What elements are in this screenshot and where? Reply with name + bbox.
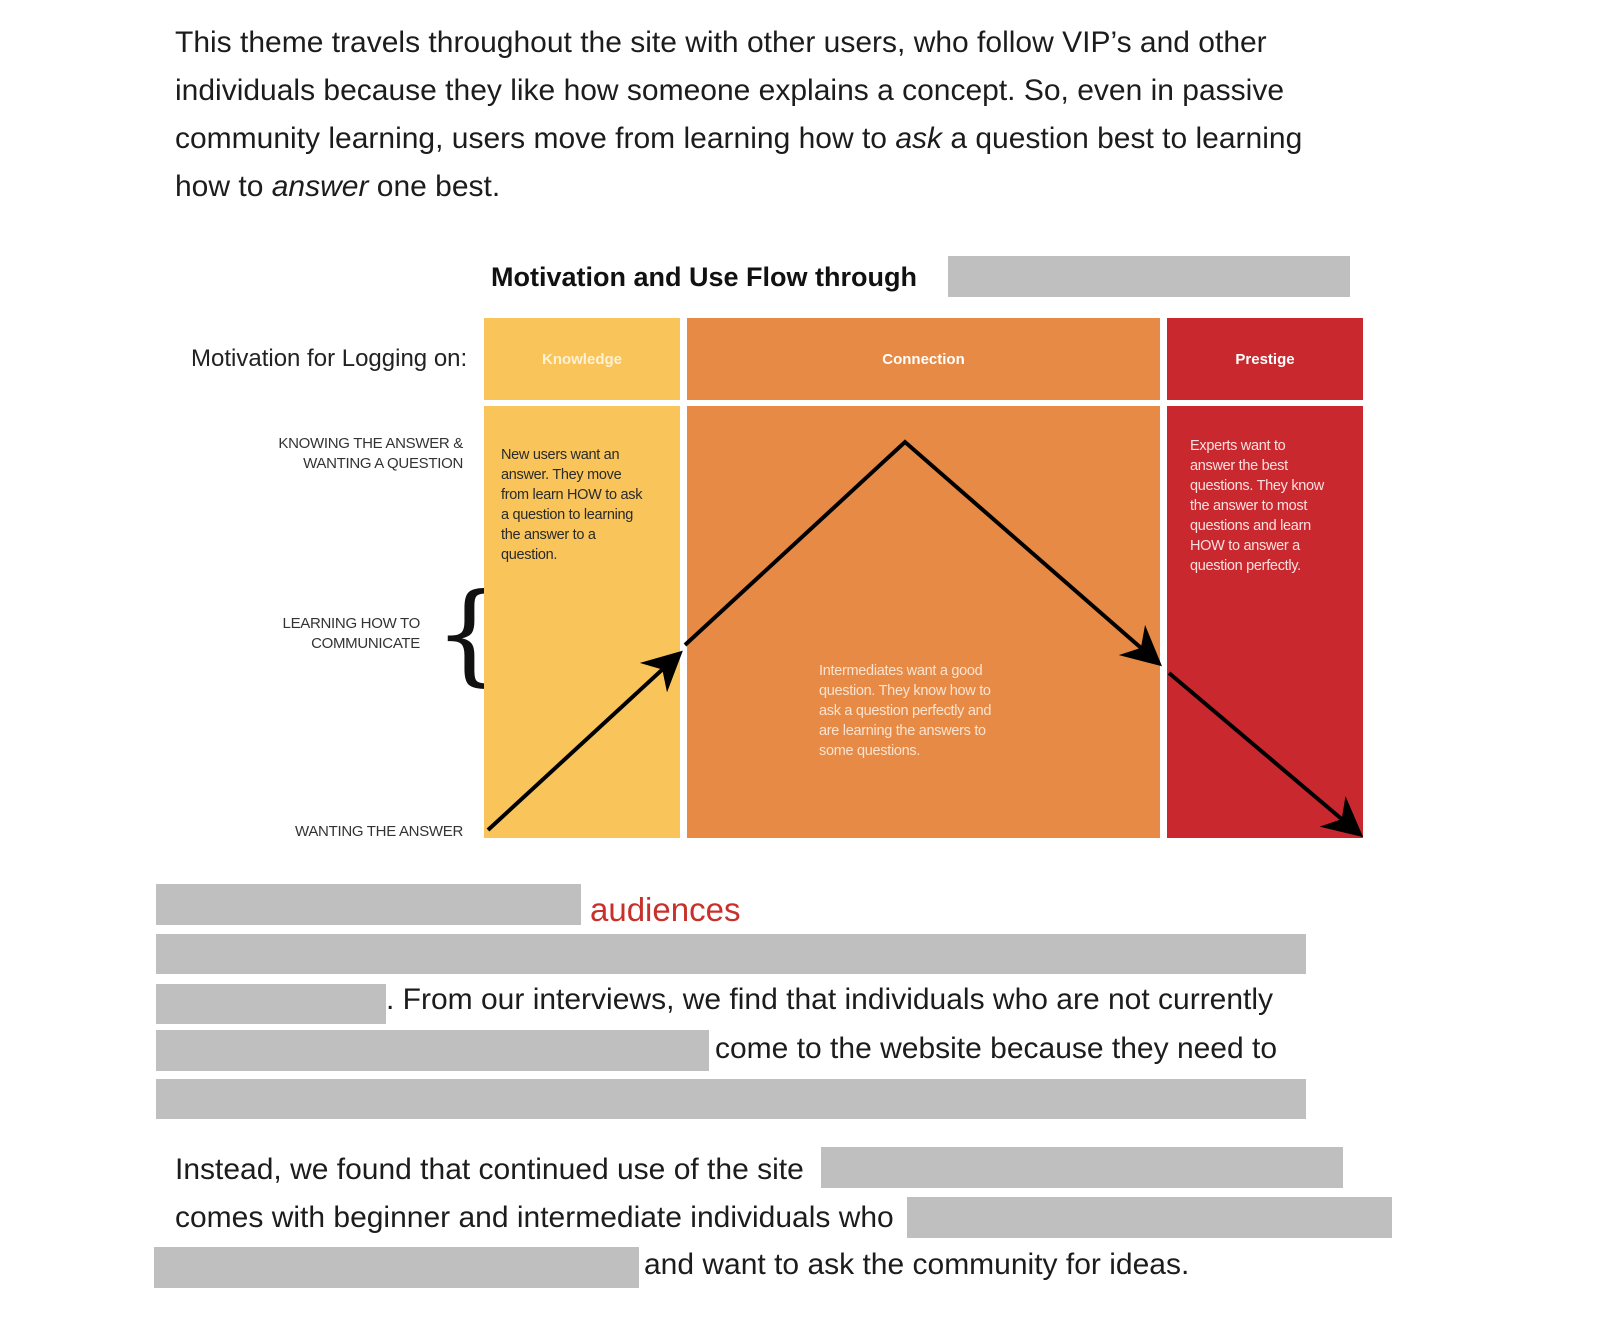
redacted-block — [156, 984, 386, 1024]
y-label-bottom: WANTING THE ANSWER — [295, 823, 463, 840]
closing-line: comes with beginner and intermediate ind… — [175, 1201, 894, 1234]
section-heading: audiences — [590, 891, 741, 928]
column-prestige-text: Experts want to answer the best question… — [1190, 438, 1324, 574]
redacted-block — [154, 1247, 639, 1288]
column-header-prestige: Prestige — [1167, 318, 1363, 400]
intro-line: individuals because they like how someon… — [175, 74, 1285, 107]
intro-line: This theme travels throughout the site w… — [175, 26, 1267, 59]
intro-paragraph: This theme travels throughout the site w… — [175, 19, 1302, 211]
closing-line: and want to ask the community for ideas. — [644, 1248, 1190, 1281]
column-header-connection: Connection — [687, 318, 1160, 400]
chart-title: Motivation and Use Flow through — [491, 262, 917, 292]
emphasis-ask: ask — [895, 122, 942, 155]
redacted-block — [948, 256, 1350, 297]
intro-line: community learning, users move from lear… — [175, 122, 1303, 155]
redacted-block — [156, 934, 1306, 974]
redacted-block — [156, 1079, 1306, 1119]
redacted-block — [156, 1030, 709, 1071]
column-connection — [687, 406, 1160, 838]
closing-line: Instead, we found that continued use of … — [175, 1153, 804, 1186]
emphasis-answer: answer — [271, 170, 369, 203]
column-header-knowledge: Knowledge — [484, 318, 680, 400]
column-connection-text: Intermediates want a good question. They… — [819, 663, 992, 759]
section-text-line: . From our interviews, we find that indi… — [386, 983, 1274, 1016]
motivation-label: Motivation for Logging on: — [191, 345, 468, 372]
intro-line: how to answer one best. — [175, 170, 501, 203]
column-knowledge-text: New users want an answer. They move from… — [501, 447, 643, 563]
redacted-block — [907, 1197, 1392, 1238]
redacted-block — [156, 884, 581, 925]
redacted-block — [821, 1147, 1343, 1188]
y-label-top: KNOWING THE ANSWER & WANTING A QUESTION — [278, 435, 463, 472]
section-text-line: come to the website because they need to — [715, 1032, 1278, 1065]
y-label-middle: LEARNING HOW TO COMMUNICATE — [282, 615, 421, 652]
